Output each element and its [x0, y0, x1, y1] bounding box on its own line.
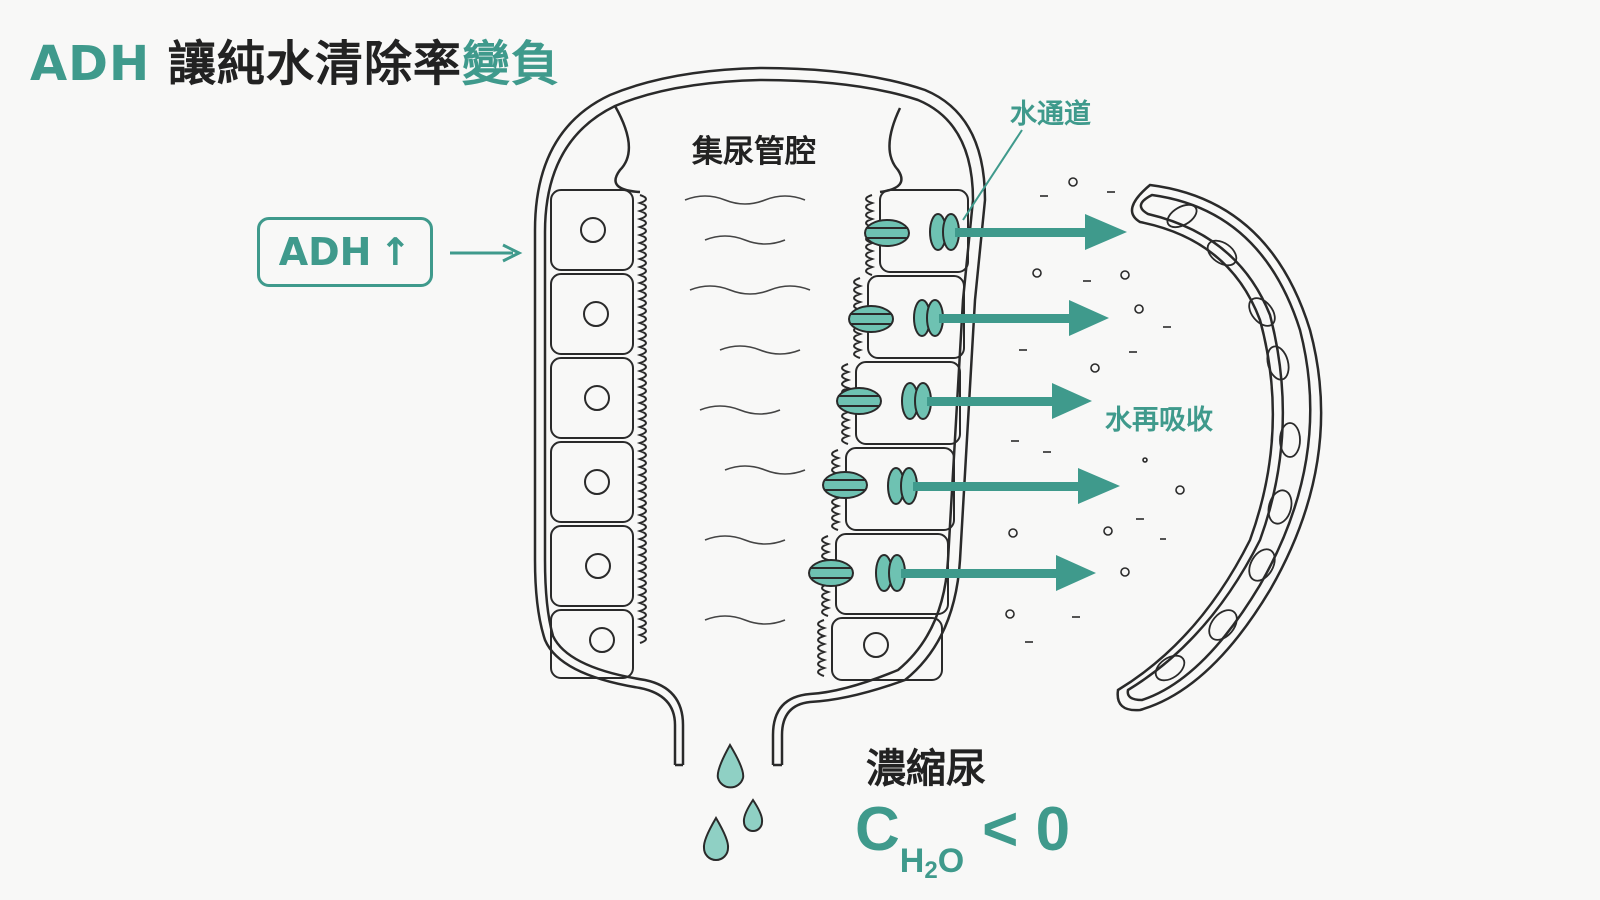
left-epithelial-cells — [550, 189, 647, 679]
formula-relation: < 0 — [982, 795, 1071, 864]
reabsorption-arrow — [939, 300, 1109, 336]
formula-sub-h: H — [899, 842, 925, 880]
water-channel-pointer — [962, 129, 1023, 221]
page-title: ADH 讓純水清除率變負 — [30, 24, 560, 94]
formula-sub-2: 2 — [924, 857, 938, 884]
reabsorption-arrows — [901, 214, 1127, 591]
aquaporin-channel — [808, 554, 906, 592]
water-channel-label: 水通道 — [1010, 99, 1091, 130]
reabsorption-arrow — [927, 383, 1092, 419]
free-water-clearance-formula: CH2O < 0 — [855, 794, 1071, 884]
lumen-label: 集尿管腔 — [692, 134, 816, 170]
interstitial-particles — [1005, 177, 1185, 643]
title-middle: 讓純水清除率 — [167, 36, 462, 92]
collecting-duct-outline — [533, 66, 987, 767]
reabsorption-arrow — [901, 555, 1096, 591]
formula-subscript: H2O — [899, 842, 965, 884]
aquaporin-channels — [808, 213, 960, 592]
urine-droplets — [702, 743, 764, 861]
aquaporin-channel — [836, 382, 932, 420]
reabsorption-arrow — [913, 468, 1120, 504]
reabsorption-label: 水再吸收 — [1105, 405, 1213, 436]
adh-pointer-arrow — [450, 243, 523, 263]
up-arrow-icon: ↑ — [379, 230, 412, 274]
title-accent: 變負 — [461, 36, 560, 92]
water-drop-icon — [702, 816, 730, 861]
aquaporin-channel — [822, 467, 918, 505]
aquaporin-channel — [864, 213, 960, 251]
reabsorption-arrow — [955, 214, 1127, 250]
concentrated-urine-label: 濃縮尿 — [866, 746, 986, 792]
red-blood-cells — [1154, 203, 1301, 682]
title-adh: ADH — [30, 36, 151, 92]
right-epithelial-cells — [817, 189, 969, 681]
lumen-fluid-waves — [684, 195, 811, 625]
adh-box-label: ADH — [278, 230, 372, 274]
adh-increase-box: ADH ↑ — [257, 217, 433, 287]
water-drop-icon — [742, 798, 764, 832]
formula-sub-o: O — [937, 842, 965, 880]
peritubular-capillary — [1116, 183, 1323, 712]
aquaporin-channel — [848, 299, 944, 337]
formula-c: C — [855, 795, 900, 864]
water-drop-icon — [716, 743, 745, 789]
